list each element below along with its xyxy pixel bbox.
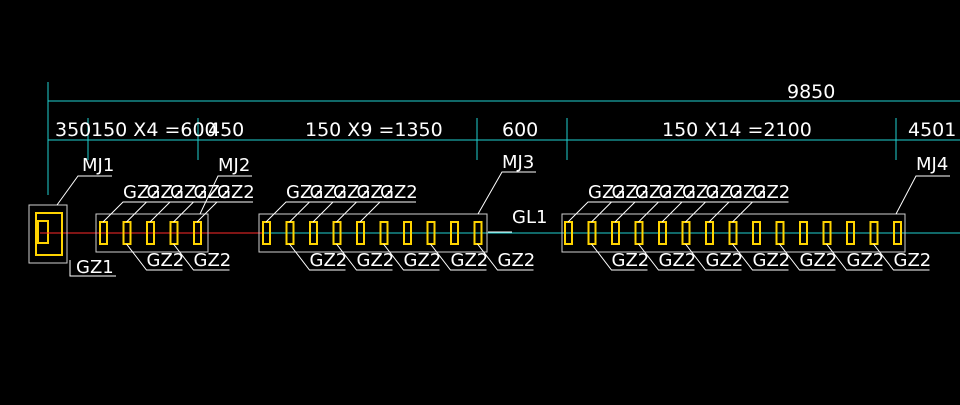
gz2-bottom-label: GZ2: [847, 250, 885, 271]
mj1-leader: [56, 175, 112, 206]
dim-segment-right: 4501: [908, 119, 956, 141]
mj3-label: MJ3: [502, 152, 534, 173]
mj2-label: MJ2: [218, 155, 250, 176]
group-2-outline[interactable]: [258, 213, 488, 253]
gz2-top-leader: [126, 201, 183, 223]
gz2-top-label: GZ2: [194, 182, 232, 203]
gz2-bottom-label: GZ2: [753, 250, 791, 271]
gz2-bottom-label: GZ2: [498, 250, 536, 271]
gz2-top-leader: [359, 201, 416, 223]
gz2-bottom-leader: [779, 243, 836, 271]
gz2-top-leader: [149, 201, 206, 223]
gz2-bottom-leader: [336, 243, 393, 271]
gl1-label: GL1: [512, 207, 547, 228]
gz2-top-label: GZ2: [123, 182, 161, 203]
gz2-top-label: GZ2: [635, 182, 673, 203]
gz2-top-leader: [638, 201, 695, 223]
gz2-bottom-leader: [477, 243, 534, 271]
gz2-bottom-leader: [173, 243, 230, 271]
gz2-top-leader: [196, 201, 253, 223]
mj4-leader: [895, 175, 950, 215]
gz2-bottom-label: GZ2: [612, 250, 650, 271]
leader-lines: [102, 201, 930, 271]
gz2-bottom-label: GZ2: [800, 250, 838, 271]
group-3-bar: [893, 221, 902, 245]
mj1-label: MJ1: [82, 155, 114, 176]
gz2-bottom-leader: [638, 243, 695, 271]
gz2-top-leader: [312, 201, 369, 223]
gz2-bottom-label: GZ2: [147, 250, 185, 271]
gz2-bottom-leader: [685, 243, 742, 271]
dim-segment-600: 600: [502, 119, 538, 141]
gz2-top-leader: [614, 201, 671, 223]
mj3-leader: [477, 171, 536, 215]
gz2-bottom-leader: [826, 243, 883, 271]
dim-segment-group1: 150 X4 =600: [91, 119, 217, 141]
gz2-top-label: GZ2: [357, 182, 395, 203]
gz2-top-leader: [265, 201, 322, 223]
gz2-top-label: GZ2: [147, 182, 185, 203]
gz2-top-leader: [591, 201, 648, 223]
gz2-top-leader: [685, 201, 742, 223]
group-2-bar: [450, 221, 459, 245]
gz2-bottom-label: GZ2: [357, 250, 395, 271]
gz2-bottom-label: GZ2: [451, 250, 489, 271]
gz2-bottom-label: GZ2: [404, 250, 442, 271]
total-dimension: 9850: [787, 81, 835, 103]
gz2-top-leader: [567, 201, 624, 223]
group-1-outline[interactable]: [95, 213, 209, 253]
gz2-bottom-leader: [732, 243, 789, 271]
group-3-bar: [799, 221, 808, 245]
gz2-top-label: GZ2: [310, 182, 348, 203]
gz2-top-label: GZ2: [286, 182, 324, 203]
gz2-bottom-label: GZ2: [310, 250, 348, 271]
gz1-label: GZ1: [76, 257, 114, 278]
gz2-top-label: GZ2: [217, 182, 255, 203]
gz2-top-label: GZ2: [682, 182, 720, 203]
gz2-bottom-leader: [289, 243, 346, 271]
gz2-top-label: GZ2: [588, 182, 626, 203]
mj4-label: MJ4: [916, 154, 948, 175]
mj2-leader: [199, 175, 252, 215]
gz2-bottom-leader: [126, 243, 183, 271]
gz2-bottom-leader: [430, 243, 487, 271]
group-3-bar: [752, 221, 761, 245]
gz2-top-label: GZ2: [753, 182, 791, 203]
gz2-top-label: GZ2: [729, 182, 767, 203]
gz2-bottom-leader: [383, 243, 440, 271]
gz2-top-leader: [708, 201, 765, 223]
gz2-top-leader: [336, 201, 393, 223]
gz2-bottom-leader: [873, 243, 930, 271]
gz2-bottom-leader: [591, 243, 648, 271]
gz2-top-label: GZ2: [170, 182, 208, 203]
group-3-outline[interactable]: [561, 213, 906, 253]
dim-segment-350: 350: [55, 119, 91, 141]
gz2-top-leader: [661, 201, 718, 223]
gz2-top-leader: [732, 201, 789, 223]
group-2-bar: [403, 221, 412, 245]
gz1-leader: [69, 260, 116, 277]
gz2-bottom-label: GZ2: [894, 250, 932, 271]
gz2-top-label: GZ2: [659, 182, 697, 203]
gz2-bottom-label: GZ2: [706, 250, 744, 271]
dim-segment-group3: 150 X14 =2100: [662, 119, 812, 141]
gz2-top-label: GZ2: [706, 182, 744, 203]
dimension-lines: [47, 82, 960, 195]
gz2-top-label: GZ2: [333, 182, 371, 203]
gz2-top-leader: [289, 201, 346, 223]
group-3-bar: [846, 221, 855, 245]
gz2-top-label: GZ2: [612, 182, 650, 203]
gz2-top-leader: [102, 201, 159, 223]
gz2-bottom-label: GZ2: [194, 250, 232, 271]
gz2-bottom-label: GZ2: [659, 250, 697, 271]
dim-segment-group2: 150 X9 =1350: [305, 119, 443, 141]
dim-segment-450: 450: [208, 119, 244, 141]
gz2-top-label: GZ2: [380, 182, 418, 203]
gz1-column[interactable]: [28, 204, 68, 264]
